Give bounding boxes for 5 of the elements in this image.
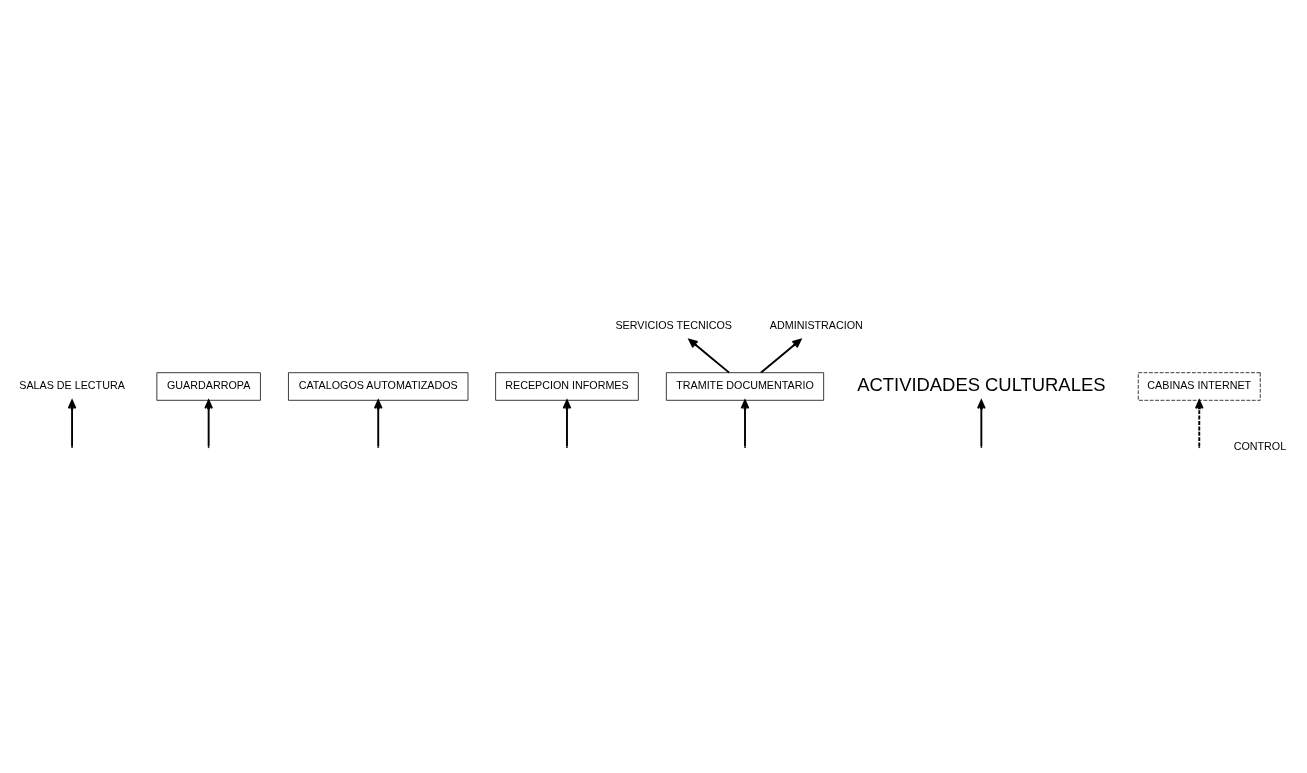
node-text: ADMINISTRACION <box>769 318 863 331</box>
node-text: ACTIVIDADES CULTURALES <box>857 374 1106 396</box>
node-text: SERVICIOS TECNICOS <box>615 318 732 331</box>
label: CONTROL <box>1233 439 1287 452</box>
node-text: SALAS DE LECTURA <box>19 379 125 392</box>
